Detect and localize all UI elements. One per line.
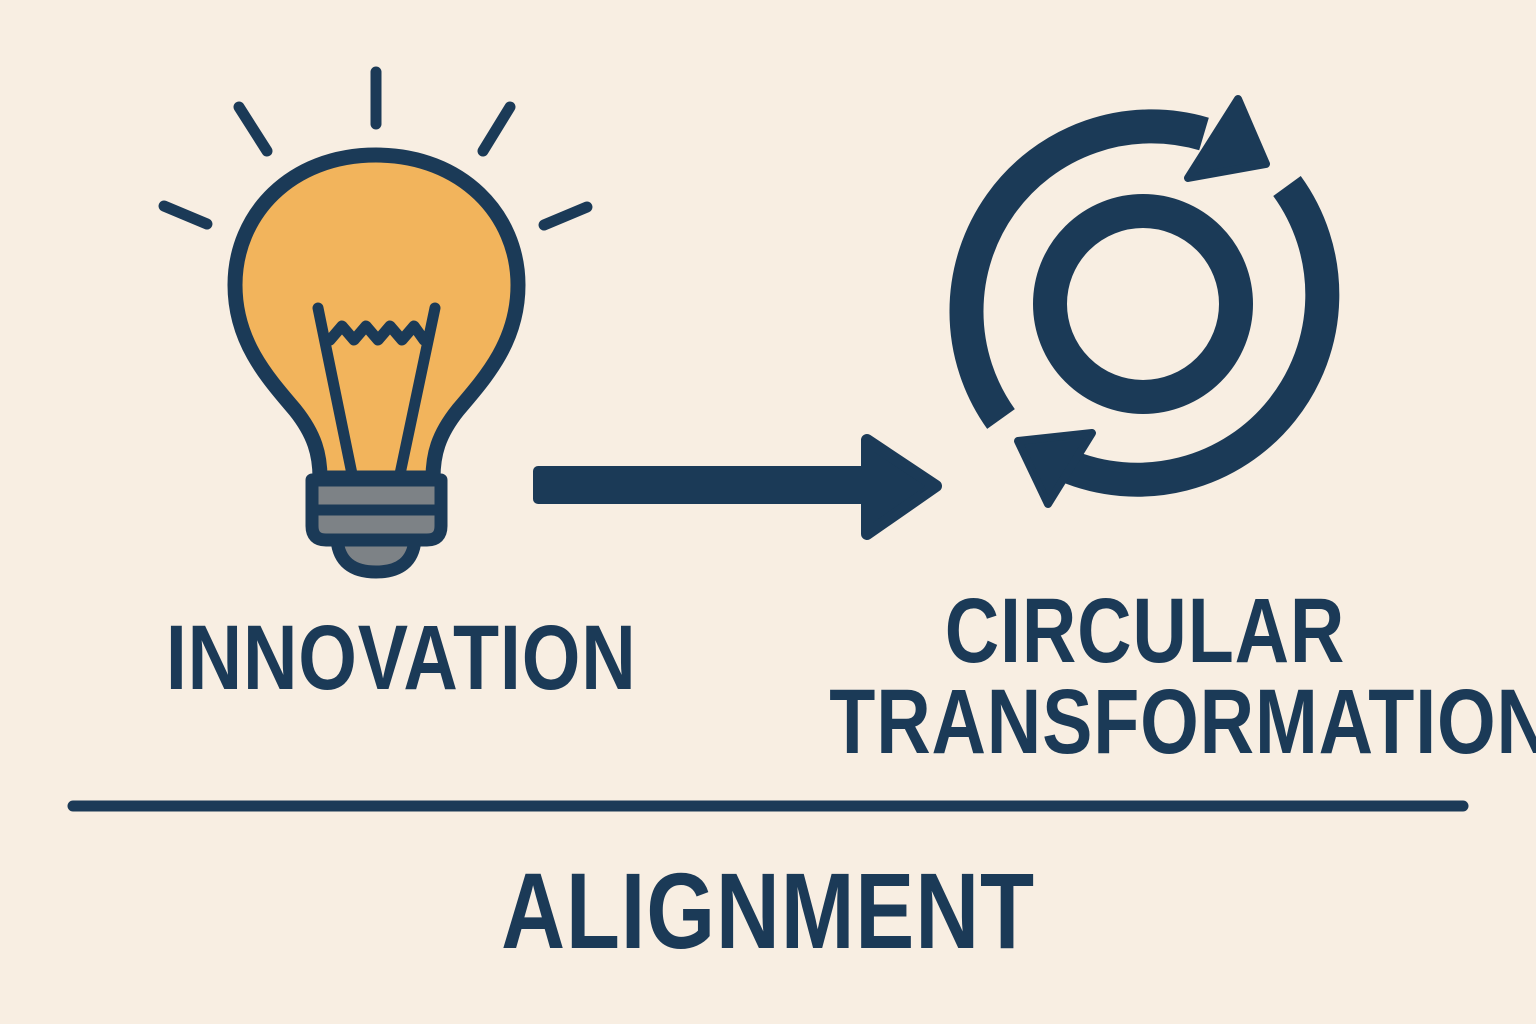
alignment-label: ALIGNMENT — [501, 850, 1035, 971]
arrow-head — [861, 434, 942, 540]
bottom-arrowhead — [1014, 429, 1096, 508]
circular-label-line2: TRANSFORMATION — [829, 671, 1536, 773]
bulb-filament — [312, 302, 441, 480]
circular-label-line1: CIRCULAR — [944, 580, 1346, 682]
outer-arc-top — [949, 109, 1209, 429]
bulb-cap — [330, 533, 422, 579]
inner-ring — [1033, 194, 1253, 414]
arrow-right-icon — [533, 434, 942, 540]
light-rays — [158, 66, 593, 231]
outer-arc-bottom — [1058, 176, 1340, 497]
top-arrowhead — [1184, 95, 1270, 182]
lightbulb-icon — [158, 66, 593, 579]
arrow-shaft — [533, 466, 878, 504]
circular-arrows-icon — [949, 95, 1340, 508]
bulb-glass — [227, 147, 526, 486]
innovation-label: INNOVATION — [165, 607, 637, 709]
